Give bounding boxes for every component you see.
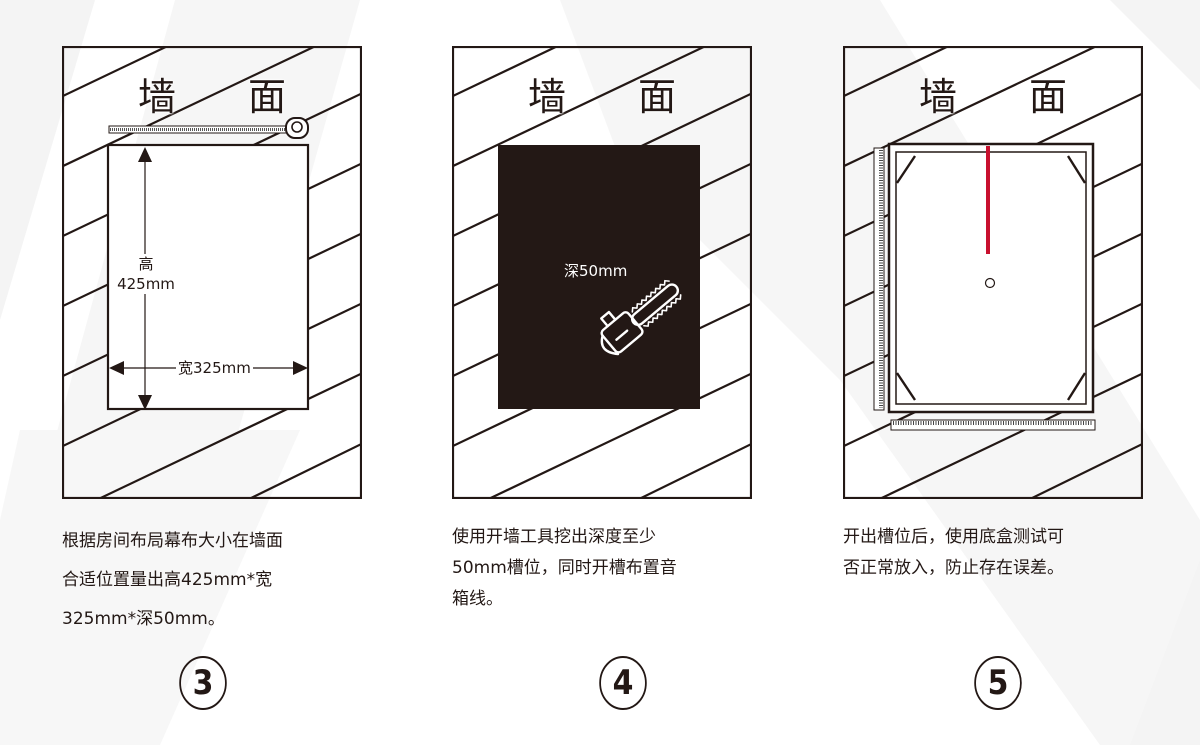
step-5-diagram: 墙 面 bbox=[843, 46, 1143, 499]
step-4-description: 使用开墙工具挖出深度至少 50mm槽位，同时开槽布置音 箱线。 bbox=[452, 527, 677, 609]
step-number-badge-5: 5 bbox=[974, 656, 1022, 710]
tape-measure-icon bbox=[108, 117, 309, 139]
step-5-description: 开出槽位后，使用底盒测试可 否正常放入，防止存在误差。 bbox=[843, 527, 1064, 578]
chainsaw-icon bbox=[600, 279, 682, 356]
step-number-badge-4: 4 bbox=[599, 656, 647, 710]
level-box-icon bbox=[887, 142, 1095, 414]
wall-hatch bbox=[843, 46, 1143, 499]
horizontal-ruler-icon bbox=[890, 419, 1096, 431]
level-line bbox=[986, 146, 990, 254]
depth-label: 深50mm bbox=[564, 262, 628, 280]
width-dimension-label: 宽325mm bbox=[176, 358, 253, 378]
step-4-diagram: 墙 面 深50mm bbox=[452, 46, 752, 499]
height-dimension-label: 高 425mm bbox=[114, 254, 178, 294]
wall-hatch bbox=[452, 46, 752, 499]
step-number-badge-3: 3 bbox=[179, 656, 227, 710]
step-3-diagram: 墙 面 高 425mm 宽325mm bbox=[62, 46, 362, 499]
slot-area bbox=[498, 145, 700, 409]
step-3-description: 根据房间布局幕布大小在墙面 合适位置量出高425mm*宽 325mm*深50mm… bbox=[62, 531, 283, 629]
wall-label: 墙 面 bbox=[527, 75, 707, 119]
wall-label: 墙 面 bbox=[137, 75, 317, 119]
vertical-ruler-icon bbox=[873, 147, 885, 411]
wall-label: 墙 面 bbox=[918, 75, 1098, 119]
